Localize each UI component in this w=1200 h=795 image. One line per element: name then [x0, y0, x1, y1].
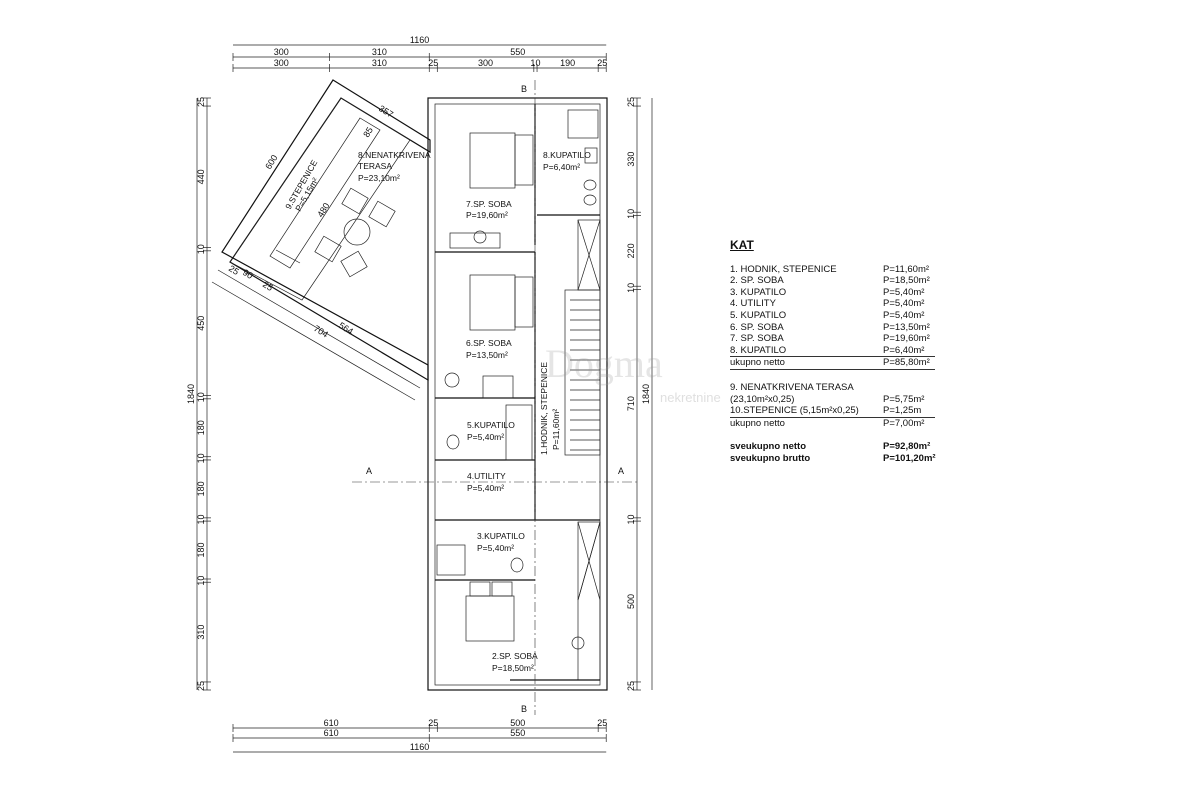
dimension-label: 25 [428, 718, 438, 728]
dimension-label: 10 [626, 283, 636, 293]
room-7-area: P=19,60m² [466, 210, 508, 220]
dimension-label: 10 [626, 209, 636, 219]
dim-480: 480 [315, 201, 331, 219]
room-6-area: P=13,50m² [466, 350, 508, 360]
room-2-name: 2.SP. SOBA [492, 651, 538, 661]
dimension-label: 500 [626, 594, 636, 609]
dimension-label: 1160 [410, 742, 429, 752]
dimension-label: 1840 [641, 384, 651, 404]
dimension-label: 10 [196, 392, 206, 402]
section-lines: A A B B [352, 80, 640, 715]
dim-704: 704 [312, 323, 330, 339]
dimension-label: 300 [274, 58, 289, 68]
dim-90: 90 [241, 267, 255, 281]
legend-item: (23,10m²x0,25)P=5,75m² [730, 393, 925, 405]
watermark-sub: nekretnine [660, 390, 721, 405]
room-1-name: 1.HODNIK, STEPENICE [539, 362, 549, 455]
terrace: 8.NENATKRIVENA TERASA P=23,10m² 9.STEPEN… [211, 79, 431, 401]
dimension-label: 550 [510, 47, 525, 57]
dimension-label: 300 [478, 58, 493, 68]
dimension-label: 10 [196, 514, 206, 524]
dimension-label: 190 [560, 58, 575, 68]
section-b-bottom: B [521, 704, 527, 714]
dim-600: 600 [263, 153, 279, 171]
terrace-area: P=23,10m² [358, 173, 400, 183]
dimension-label: 310 [372, 58, 387, 68]
dimension-label: 220 [626, 243, 636, 258]
dimension-label: 25 [626, 97, 636, 107]
legend-title: KAT [730, 238, 754, 252]
room-7-name: 7.SP. SOBA [466, 199, 512, 209]
legend-item: 9. NENATKRIVENA TERASA [730, 381, 854, 393]
dimension-label: 1840 [186, 384, 196, 404]
legend-item: 10.STEPENICE (5,15m²x0,25)P=1,25m [730, 405, 935, 418]
dim-25a: 25 [227, 263, 241, 277]
dimension-label: 25 [196, 97, 206, 107]
dimension-label: 610 [324, 718, 339, 728]
dimension-label: 450 [196, 316, 206, 331]
room-labels: 7.SP. SOBA P=19,60m² 8.KUPATILO P=6,40m²… [466, 150, 591, 673]
dimension-label: 550 [510, 728, 525, 738]
dimension-label: 330 [626, 152, 636, 167]
building-walls [427, 97, 608, 691]
room-1-area: P=11,60m² [551, 409, 561, 450]
dimension-label: 310 [372, 47, 387, 57]
room-3-area: P=5,40m² [477, 543, 514, 553]
dimension-label: 500 [510, 718, 525, 728]
dim-85: 85 [361, 125, 375, 139]
dimension-label: 610 [324, 728, 339, 738]
room-4-name: 4.UTILITY [467, 471, 506, 481]
dimension-label: 25 [428, 58, 438, 68]
dimension-label: 25 [597, 718, 607, 728]
section-b-top: B [521, 84, 527, 94]
dimension-label: 10 [626, 514, 636, 524]
room-6-name: 6.SP. SOBA [466, 338, 512, 348]
dimension-label: 310 [196, 625, 206, 640]
terrace-name-2: TERASA [358, 161, 392, 171]
dimension-label: 25 [597, 58, 607, 68]
room-5-area: P=5,40m² [467, 432, 504, 442]
dimension-label: 180 [196, 543, 206, 558]
dimension-label: 10 [530, 58, 540, 68]
dimension-label: 10 [196, 244, 206, 254]
room-4-area: P=5,40m² [467, 483, 504, 493]
room-5-name: 5.KUPATILO [467, 420, 515, 430]
dimension-lines: 1160 300 310 550 300 310 25 300 10 190 25 610 25 500 2… [186, 35, 653, 753]
dimension-label: 1160 [410, 35, 429, 45]
room-8-area: P=6,40m² [543, 162, 580, 172]
dimension-label: 25 [626, 681, 636, 691]
section-a-left: A [366, 466, 372, 476]
dimension-label: 180 [196, 420, 206, 435]
room-3-name: 3.KUPATILO [477, 531, 525, 541]
terrace-name: 8.NENATKRIVENA [358, 150, 431, 160]
dimension-label: 300 [274, 47, 289, 57]
dimension-label: 710 [626, 396, 636, 411]
section-a-right: A [618, 466, 624, 476]
dimension-label: 25 [196, 681, 206, 691]
furniture [436, 109, 599, 642]
dimension-label: 440 [196, 169, 206, 184]
dimension-label: 180 [196, 481, 206, 496]
dimension-label: 10 [196, 453, 206, 463]
dimension-label: 10 [196, 576, 206, 586]
dim-25b: 25 [261, 279, 275, 293]
room-8-name: 8.KUPATILO [543, 150, 591, 160]
room-2-area: P=18,50m² [492, 663, 534, 673]
